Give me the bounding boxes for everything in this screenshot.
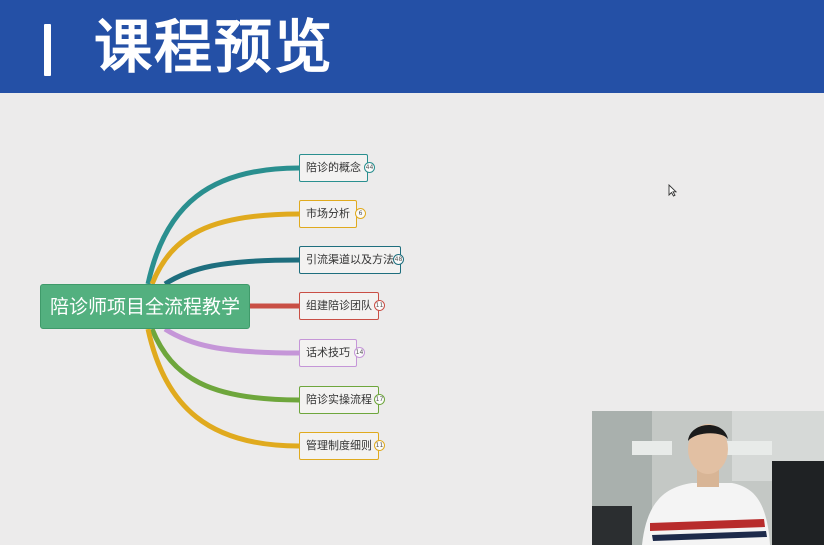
branch-node-speech[interactable]: 话术技巧 xyxy=(299,339,357,367)
presenter-video-icon xyxy=(592,411,824,545)
branch-count-badge: 11 xyxy=(374,300,385,311)
connector-2 xyxy=(149,211,300,285)
connector-3 xyxy=(163,257,300,287)
branch-count-badge: 17 xyxy=(374,394,385,405)
connector-6 xyxy=(149,328,300,403)
branch-node-practice[interactable]: 陪诊实操流程 xyxy=(299,386,379,414)
connector-1 xyxy=(145,165,300,285)
branch-count-badge: 48 xyxy=(393,254,404,265)
connector-7 xyxy=(145,328,300,449)
branch-node-market[interactable]: 市场分析 xyxy=(299,200,357,228)
branch-count-badge: 6 xyxy=(355,208,366,219)
page-title: 课程预览 xyxy=(94,13,335,81)
presenter-webcam-overlay xyxy=(592,411,824,545)
title-banner: 课程预览 xyxy=(0,0,824,93)
connector-5 xyxy=(163,326,300,356)
mouse-pointer-icon xyxy=(668,184,677,197)
branch-node-management[interactable]: 管理制度细则 xyxy=(299,432,379,460)
branch-count-badge: 44 xyxy=(364,162,375,173)
branch-node-traffic[interactable]: 引流渠道以及方法 xyxy=(299,246,401,274)
branch-node-concept[interactable]: 陪诊的概念 xyxy=(299,154,368,182)
title-accent-bar xyxy=(44,24,51,76)
branch-node-team[interactable]: 组建陪诊团队 xyxy=(299,292,379,320)
branch-count-badge: 11 xyxy=(374,440,385,451)
branch-count-badge: 14 xyxy=(354,347,365,358)
mindmap-root-node[interactable]: 陪诊师项目全流程教学 xyxy=(40,284,250,329)
